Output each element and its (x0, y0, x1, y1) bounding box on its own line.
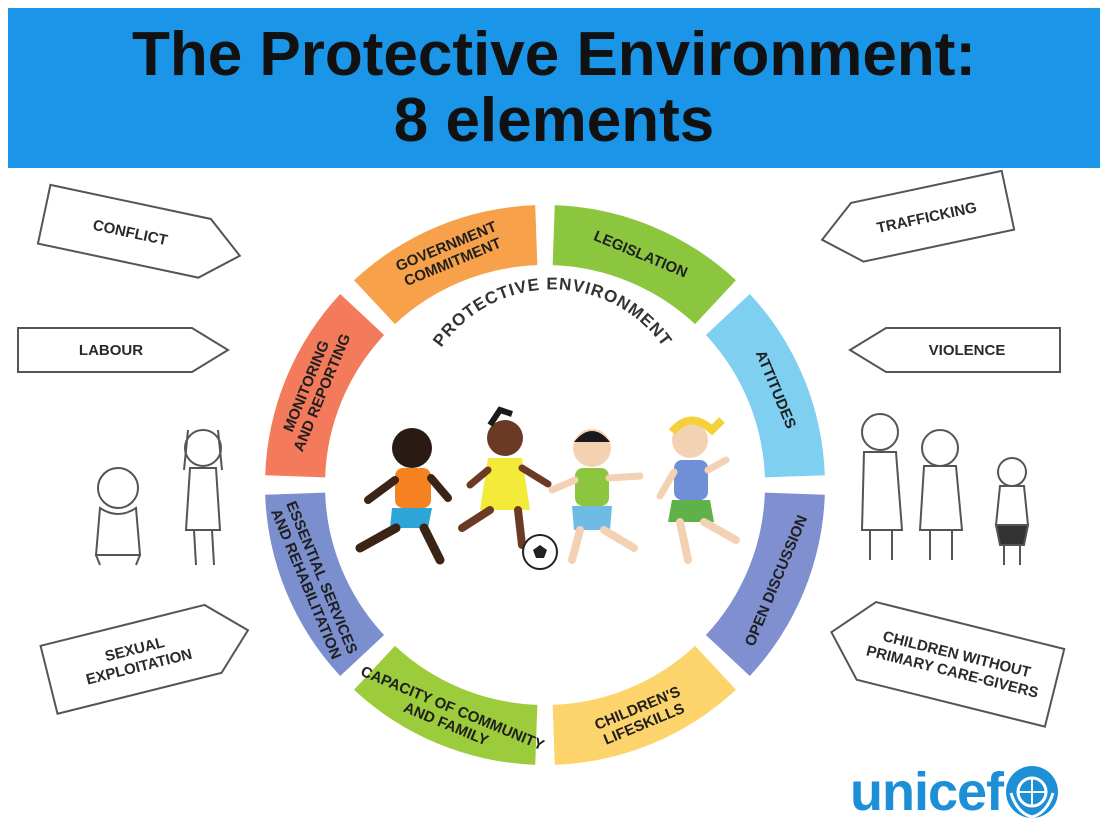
ring-segment (354, 645, 538, 765)
soccer-ball-icon (522, 534, 558, 570)
ring-segment (552, 645, 736, 765)
threat-arrow: LABOUR (17, 327, 230, 373)
ring-segment (705, 492, 825, 676)
child-figure (548, 429, 644, 564)
threat-arrow: SEXUALEXPLOITATION (39, 603, 250, 715)
ring-segment (552, 205, 736, 325)
sad-children-left-illustration (94, 429, 223, 566)
title-line-2: 8 elements (393, 86, 715, 155)
threat-label: VIOLENCE (929, 342, 1006, 359)
child-figure (656, 416, 740, 564)
threat-arrow: VIOLENCE (848, 327, 1061, 373)
title-banner: The Protective Environment: 8 elements (8, 8, 1100, 168)
threat-arrow: TRAFFICKING (820, 169, 1016, 263)
threat-arrow: CONFLICT (36, 183, 242, 279)
child-figure (355, 428, 452, 565)
threat-arrows: CONFLICT LABOUR SEXUALEXPLOITATION TRAFFICK… (17, 169, 1066, 728)
title-line-1: The Protective Environment: (131, 20, 977, 89)
logo-wordmark: unicef (850, 762, 1004, 822)
threat-arrow: CHILDREN WITHOUTPRIMARY CARE-GIVERS (830, 600, 1066, 728)
unicef-emblem-icon (1006, 766, 1059, 819)
ring-segment (265, 492, 385, 676)
ring-segment (705, 294, 825, 478)
child-figure (458, 406, 552, 549)
ring-segment (354, 205, 538, 325)
threat-label: LABOUR (79, 342, 143, 359)
sad-children-right-illustration (860, 413, 1030, 565)
unicef-logo: unicef (850, 762, 1061, 822)
playing-children-illustration (355, 406, 740, 570)
element-ring (265, 205, 825, 765)
ring-segment (265, 294, 385, 478)
